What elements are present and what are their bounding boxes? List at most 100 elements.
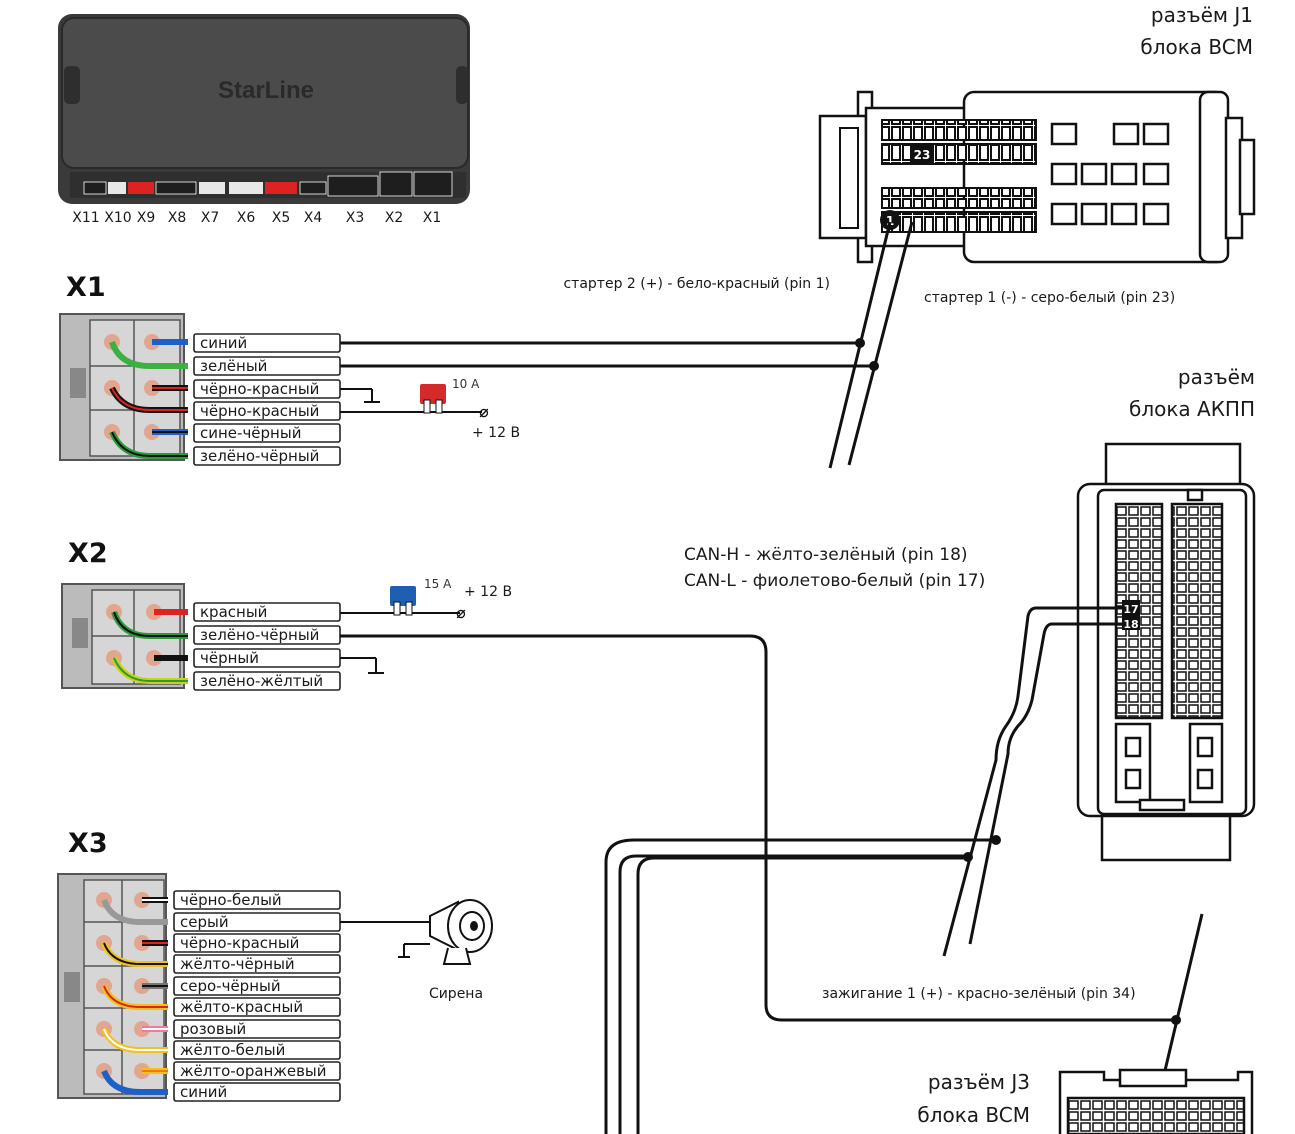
port-label-x2: X2 bbox=[385, 210, 404, 226]
junction-dot bbox=[855, 338, 865, 348]
ignition-label: зажигание 1 (+) - красно-зелёный (pin 34… bbox=[822, 986, 1136, 1002]
wire-label: синий bbox=[180, 1083, 227, 1101]
bcm-j3-title-1: разъём J3 bbox=[928, 1070, 1030, 1094]
starline-unit: StarLine bbox=[58, 14, 470, 204]
wire-label: серый bbox=[180, 913, 229, 931]
can-bus-wires bbox=[604, 606, 1126, 1134]
akpp-pin-highlight bbox=[1122, 600, 1140, 630]
wire-x2-0: красный bbox=[188, 602, 341, 622]
ignition-wire bbox=[340, 634, 1176, 1022]
x1-extras bbox=[340, 388, 482, 413]
can-bus-wires-inner bbox=[636, 856, 968, 1134]
wire-x1-1: зелёный bbox=[188, 356, 341, 376]
pin-17-label: 17 bbox=[1123, 603, 1138, 616]
junction-dot bbox=[963, 852, 973, 862]
akpp-connector bbox=[1076, 442, 1256, 862]
bcm-j1-title-2: блока BCM bbox=[1140, 35, 1253, 59]
wire-label: розовый bbox=[180, 1020, 246, 1038]
akpp-title-1: разъём bbox=[1178, 365, 1255, 389]
x1-wires: синий зелёный чёрно-красный чёрно-красный си… bbox=[109, 333, 341, 466]
port-label-x10: X10 bbox=[104, 210, 131, 226]
wire-label: зелёный bbox=[200, 357, 267, 375]
wire-x1-5: зелёно-чёрный bbox=[188, 446, 341, 466]
x3-title: X3 bbox=[68, 828, 108, 859]
can-l-label: CAN-L - фиолетово-белый (pin 17) bbox=[684, 571, 985, 591]
bcm-j1-title-1: разъём J1 bbox=[1151, 3, 1253, 27]
x1-power-label: + 12 В bbox=[472, 425, 520, 441]
wire-label: зелёно-чёрный bbox=[200, 626, 319, 644]
wire-label: синий bbox=[200, 334, 247, 352]
x2-power-label: + 12 В bbox=[464, 584, 512, 600]
port-label-x1: X1 bbox=[423, 210, 442, 226]
port-label-x8: X8 bbox=[168, 210, 187, 226]
wire-label: зелёно-жёлтый bbox=[200, 672, 323, 690]
x2-power-symbol: ⌀ bbox=[456, 603, 466, 622]
wire-label: жёлто-чёрный bbox=[180, 955, 295, 973]
siren-icon bbox=[398, 899, 493, 965]
wire-x3-4: серо-чёрный bbox=[168, 976, 341, 996]
wire-x1-0: синий bbox=[188, 333, 341, 353]
fuse-10a: 10 A bbox=[420, 377, 480, 414]
bcm-j1-connector: разъём J1 блока BCM 23 1 bbox=[818, 3, 1256, 264]
wire-x1-3: чёрно-красный bbox=[188, 401, 341, 421]
akpp-title-2: блока АКПП bbox=[1129, 397, 1255, 421]
wire-x1-4: сине-чёрный bbox=[188, 423, 341, 443]
wire-label: чёрно-красный bbox=[180, 934, 299, 952]
wire-x2-1: зелёно-чёрный bbox=[188, 625, 341, 645]
wire-label: жёлто-красный bbox=[180, 998, 303, 1016]
wire-label: чёрный bbox=[200, 649, 259, 667]
wire-x3-5: жёлто-красный bbox=[168, 997, 341, 1017]
wire-x1-2: чёрно-красный bbox=[188, 379, 341, 399]
x2-wires: красный зелёно-чёрный чёрный зелёно-жёлтый bbox=[111, 602, 341, 691]
wire-x3-0: чёрно-белый bbox=[168, 890, 341, 910]
port-label-x6: X6 bbox=[237, 210, 256, 226]
port-label-x9: X9 bbox=[137, 210, 156, 226]
wire-label: сине-чёрный bbox=[200, 424, 301, 442]
junction-dot bbox=[991, 835, 1001, 845]
brand-logo: StarLine bbox=[218, 77, 314, 104]
x1-title: X1 bbox=[66, 272, 106, 303]
port-label-x3: X3 bbox=[346, 210, 365, 226]
wire-label: серо-чёрный bbox=[180, 977, 281, 995]
wire-x2-2: чёрный bbox=[188, 648, 341, 668]
x2-extras bbox=[340, 612, 460, 674]
siren-label: Сирена bbox=[429, 986, 483, 1002]
fuse-10a-label: 10 A bbox=[452, 377, 480, 391]
wire-label: чёрно-красный bbox=[200, 402, 319, 420]
wire-x3-6: розовый bbox=[168, 1019, 341, 1039]
wire-x3-7: жёлто-белый bbox=[168, 1040, 341, 1060]
x2-title: X2 bbox=[68, 538, 108, 569]
bcm-j1-wires bbox=[340, 221, 914, 469]
junction-dot bbox=[869, 361, 879, 371]
bcm-j3-title-2: блока BCM bbox=[917, 1103, 1030, 1127]
pin-23-label: 23 bbox=[914, 148, 931, 162]
x1-power-symbol: ⌀ bbox=[479, 402, 489, 421]
starter2-label: стартер 2 (+) - бело-красный (pin 1) bbox=[563, 276, 830, 292]
starter1-label: стартер 1 (-) - серо-белый (pin 23) bbox=[924, 290, 1175, 306]
port-label-x7: X7 bbox=[201, 210, 220, 226]
wire-x3-8: жёлто-оранжевый bbox=[168, 1061, 341, 1081]
wire-label: чёрно-красный bbox=[200, 380, 319, 398]
wire-x3-1: серый bbox=[168, 912, 341, 932]
pin-1-label: 1 bbox=[886, 214, 894, 228]
wire-x3-3: жёлто-чёрный bbox=[168, 954, 341, 974]
bcm-j3-connector bbox=[1058, 1068, 1254, 1134]
wire-x2-3: зелёно-жёлтый bbox=[188, 671, 341, 691]
wire-x3-9: синий bbox=[168, 1082, 341, 1102]
can-h-label: CAN-H - жёлто-зелёный (pin 18) bbox=[684, 545, 968, 565]
fuse-15a-label: 15 A bbox=[424, 577, 452, 591]
wire-label: красный bbox=[200, 603, 267, 621]
x3-wires: чёрно-белый серый чёрно-красный жёлто-чёрны… bbox=[101, 890, 341, 1102]
wire-label: зелёно-чёрный bbox=[200, 447, 319, 465]
port-label-x4: X4 bbox=[304, 210, 323, 226]
wire-x3-2: чёрно-красный bbox=[168, 933, 341, 953]
pin-18-label: 18 bbox=[1123, 618, 1138, 631]
port-labels: X11 X10 X9 X8 X7 X6 X5 X4 X3 X2 X1 bbox=[72, 210, 441, 226]
port-label-x11: X11 bbox=[72, 210, 99, 226]
wire-label: жёлто-оранжевый bbox=[180, 1062, 327, 1080]
fuse-15a: 15 A bbox=[390, 577, 452, 616]
wire-label: чёрно-белый bbox=[180, 891, 282, 909]
wire-label: жёлто-белый bbox=[180, 1041, 285, 1059]
port-label-x5: X5 bbox=[272, 210, 291, 226]
